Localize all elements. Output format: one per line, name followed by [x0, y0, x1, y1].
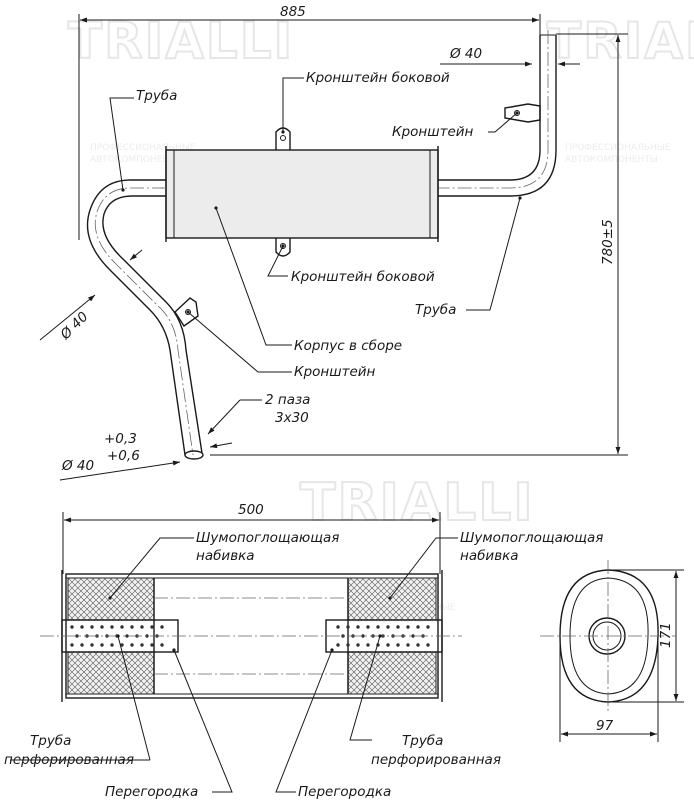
label-pipe-right: Труба	[415, 196, 522, 318]
svg-text:Кронштейн: Кронштейн	[294, 364, 376, 380]
dim-height-171: 171	[612, 569, 684, 703]
dim-tolerance: Ø 40 +0,3 +0,6	[59, 431, 233, 481]
dim-tolerance-upper: +0,3	[104, 431, 137, 447]
label-filling-right: Шумопоглощающая набивка	[388, 530, 603, 600]
dim-tolerance-lower: +0,6	[107, 448, 140, 464]
slots-size-text: 3x30	[275, 410, 309, 426]
svg-text:Кронштейн боковой: Кронштейн боковой	[291, 269, 435, 285]
dim-height-780: 780±5	[210, 33, 628, 456]
svg-text:Труба: Труба	[30, 733, 71, 749]
svg-text:Шумопоглощающая: Шумопоглощающая	[196, 530, 339, 546]
slots-count-text: 2 паза	[265, 392, 310, 408]
svg-text:Корпус в сборе: Корпус в сборе	[294, 338, 402, 354]
dim-width-97: 97	[559, 640, 659, 742]
svg-text:Труба: Труба	[415, 302, 456, 318]
dim-height-text: 780±5	[600, 219, 616, 265]
watermark-subtitle-1: ПРОФЕССИОНАЛЬНЫЕ	[90, 143, 196, 153]
svg-text:Кронштейн боковой: Кронштейн боковой	[306, 70, 450, 86]
svg-text:набивка: набивка	[460, 548, 519, 564]
watermark-brand: TRIALLI	[68, 12, 294, 70]
label-baffle-right: Перегородка	[275, 648, 391, 800]
muffler-body	[165, 127, 439, 257]
dim-length-885: 885	[78, 4, 541, 240]
dim-outlet-text: Ø 40	[449, 46, 482, 62]
outlet-pipe	[160, 30, 557, 197]
label-filling-left: Шумопоглощающая набивка	[108, 530, 339, 600]
label-housing: Корпус в сборе	[214, 206, 402, 354]
dim-length-500: 500	[62, 502, 441, 574]
label-bracket-left: Кронштейн	[186, 310, 376, 380]
watermark-subtitle-4: АВТОКОМПОНЕНТЫ	[565, 155, 658, 165]
dim-97-text: 97	[596, 718, 614, 734]
svg-text:Труба: Труба	[402, 733, 443, 749]
dim-length-text: 885	[280, 4, 306, 20]
dim-outlet-diameter: Ø 40	[440, 46, 580, 67]
svg-text:Перегородка: Перегородка	[298, 784, 391, 800]
label-bracket-right: Кронштейн	[392, 111, 519, 140]
svg-text:Перегородка: Перегородка	[105, 784, 198, 800]
svg-text:перфорированная: перфорированная	[371, 752, 501, 768]
packing-right-bottom	[347, 651, 437, 695]
top-view: 885 780±5 Ø 40	[39, 4, 628, 481]
svg-text:набивка: набивка	[196, 548, 255, 564]
svg-text:Шумопоглощающая: Шумопоглощающая	[460, 530, 603, 546]
label-side-bracket-top: Кронштейн боковой	[281, 70, 450, 134]
dim-171-text: 171	[658, 622, 674, 648]
watermark-brand-right: TRIALLI	[547, 12, 694, 70]
watermark-subtitle-2: АВТОКОМПОНЕНТЫ	[90, 155, 183, 165]
dim-inlet-diameter: Ø 40	[39, 249, 143, 344]
inlet-pipe	[86, 179, 204, 460]
packing-right-top	[347, 577, 437, 621]
label-baffle-left: Перегородка	[105, 648, 233, 800]
label-perforated-right: Труба перфорированная	[349, 634, 501, 768]
svg-text:Труба: Труба	[136, 88, 177, 104]
packing-left-bottom	[67, 651, 155, 695]
section-view: 500	[4, 502, 603, 800]
end-view: 171 97	[540, 560, 684, 742]
perforated-pipe-right	[325, 619, 443, 653]
dim-inlet-text: Ø 40	[57, 309, 92, 344]
label-side-bracket-bottom: Кронштейн боковой	[267, 244, 435, 285]
label-perforated-left: Труба перфорированная	[4, 634, 151, 768]
slots-callout: 2 паза 3x30	[207, 392, 310, 435]
dim-tolerance-diameter: Ø 40	[61, 458, 94, 474]
svg-text:Кронштейн: Кронштейн	[392, 124, 474, 140]
dim-500-text: 500	[238, 502, 264, 518]
svg-text:перфорированная: перфорированная	[4, 752, 134, 768]
label-pipe-left: Труба	[109, 88, 177, 192]
watermark-brand-bottom: TRIALLI	[300, 473, 535, 533]
